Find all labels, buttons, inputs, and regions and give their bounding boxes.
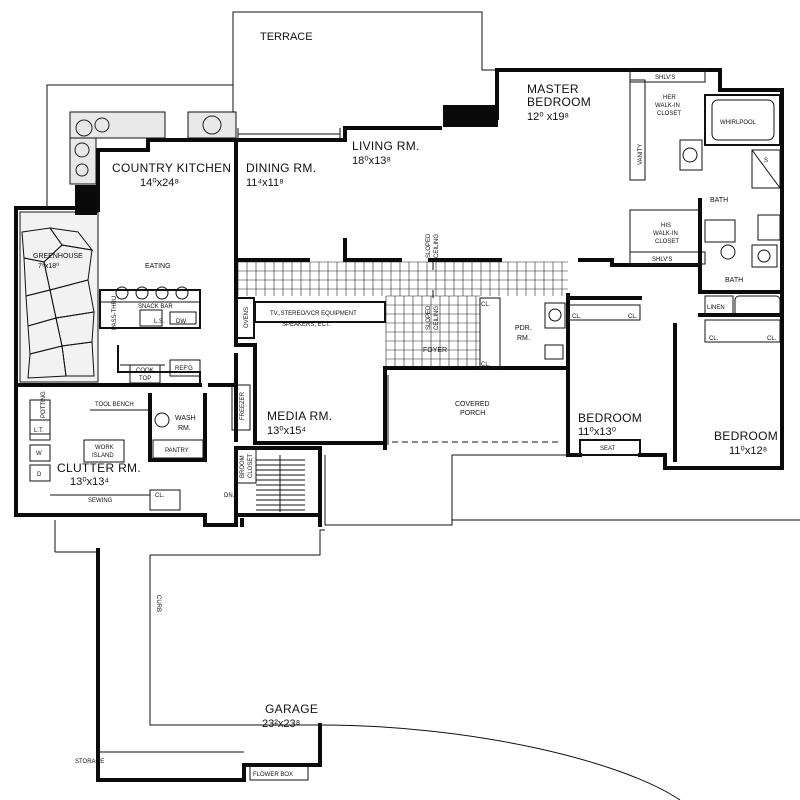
wash-room-label-2: RM.: [178, 425, 191, 432]
his-closet-label: HIS: [661, 223, 671, 229]
master-bedroom-dim: 12⁰ x19⁸: [527, 111, 569, 123]
shelves-label-bottom: SHLV'S: [652, 257, 672, 263]
broom-closet-label-2: CLOSET: [248, 454, 254, 478]
closet-label-bed1-a: CL.: [572, 314, 582, 320]
shelves-label-top: SHLV'S: [655, 75, 675, 81]
detail-lines: [29, 69, 800, 800]
clutter-room-label: CLUTTER RM.: [57, 461, 141, 475]
eating-label: EATING: [145, 263, 171, 270]
freezer-label: FREEZER: [240, 391, 246, 420]
covered-porch-label: COVERED: [455, 401, 490, 408]
tool-bench-label: TOOL BENCH: [95, 402, 134, 408]
seat-label: SEAT: [600, 446, 616, 452]
ovens-label: OVENS: [244, 307, 250, 328]
dining-room-label: DINING RM.: [246, 161, 316, 175]
greenhouse-label: GREENHOUSE: [33, 253, 83, 260]
bath-1-label: BATH: [710, 197, 728, 204]
vanity-label: VANITY: [638, 144, 644, 165]
lazy-susan-label: L.S.: [154, 319, 165, 325]
dryer-label: D: [37, 472, 42, 478]
garage-dim: 23²x23⁸: [262, 718, 300, 730]
curb-label: CURB: [155, 595, 161, 612]
washer-label: W: [36, 451, 42, 457]
speakers-label: SPEAKERS, ECT.: [282, 322, 331, 328]
shower-label: S: [764, 158, 768, 164]
fixture-labels: SHLV'S HER WALK-IN CLOSET WHIRLPOOL VANI…: [34, 75, 777, 778]
clutter-closet-label: CL.: [155, 493, 165, 499]
country-kitchen-dim: 14⁰x24⁸: [140, 177, 179, 189]
her-closet-label: HER: [663, 95, 676, 101]
dining-room-dim: 11⁴x11⁸: [246, 177, 284, 189]
storage-label: STORAGE: [75, 759, 104, 765]
master-bedroom-label-2: BEDROOM: [527, 95, 591, 109]
closet-label-bed2-b: CL.: [767, 336, 777, 342]
bedroom-2-label: BEDROOM: [714, 429, 778, 443]
garage-label: GARAGE: [265, 702, 318, 716]
walls: [14, 68, 784, 782]
sloped-ceiling-label-1b: CEILING: [434, 234, 440, 258]
living-room-label: LIVING RM.: [352, 139, 420, 153]
cook-top-label-2: TOP: [139, 376, 151, 382]
broom-closet-label: BROOM: [240, 455, 246, 478]
sloped-ceiling-label-2b: CEILING: [434, 306, 440, 330]
whirlpool-label: WHIRLPOOL: [720, 120, 757, 126]
terrace-label: TERRACE: [260, 31, 313, 43]
down-label: DN.: [224, 493, 235, 499]
pass-thru-label: PASS-THRU: [112, 296, 118, 330]
cook-top-label: COOK: [136, 368, 154, 374]
wash-room-label: WASH: [175, 415, 196, 422]
covered-porch-label-2: PORCH: [460, 410, 485, 417]
bedroom-1-dim: 11⁰x13⁰: [578, 426, 617, 438]
potting-label: POTTING: [41, 391, 47, 418]
foyer-label: FOYER: [423, 347, 447, 354]
linen-label: LINEN: [707, 305, 725, 311]
work-island-label: WORK: [95, 445, 114, 451]
country-kitchen-label: COUNTRY KITCHEN: [112, 161, 231, 175]
powder-room-label-2: RM.: [517, 335, 530, 342]
greenhouse-dim: 7⁸x18⁰: [38, 262, 59, 270]
closet-label-bed1-b: CL.: [628, 314, 638, 320]
bedroom-1-label: BEDROOM: [578, 411, 642, 425]
living-room-dim: 18⁰x13⁸: [352, 155, 391, 167]
her-closet-label-2: WALK-IN: [655, 103, 680, 109]
closet-label-foyer-2: CL.: [481, 362, 491, 368]
media-room-label: MEDIA RM.: [267, 409, 332, 423]
sloped-ceiling-label-2: SLOPED: [426, 305, 432, 330]
bedroom-2-dim: 11⁰x12⁸: [729, 445, 767, 457]
planter-box-left: [69, 111, 166, 185]
closet-label-bed2-a: CL.: [709, 336, 719, 342]
his-closet-label-2: WALK-IN: [653, 231, 678, 237]
dishwasher-label: DW: [176, 319, 186, 325]
clutter-room-dim: 13⁰x13⁴: [70, 476, 109, 488]
greenhouse-stone-floor: [19, 211, 99, 383]
master-bedroom-label: MASTER: [527, 82, 579, 96]
closet-label-foyer-1: CL.: [481, 302, 491, 308]
her-closet-label-3: CLOSET: [657, 111, 681, 117]
sloped-ceiling-label-1: SLOPED: [426, 233, 432, 258]
room-labels: TERRACE MASTER BEDROOM 12⁰ x19⁸ COUNTRY …: [33, 31, 778, 765]
powder-room-label: PDR.: [515, 325, 532, 332]
tile-floor: [237, 261, 568, 369]
work-island-label-2: ISLAND: [92, 453, 114, 459]
planter-box-right: [187, 111, 237, 139]
tv-equipment-label: TV.,STEREO/VCR EQUIPMENT: [270, 311, 357, 317]
snack-bar-label: SNACK BAR: [138, 304, 173, 310]
flower-box-label: FLOWER BOX: [253, 772, 293, 778]
media-room-dim: 13⁰x15⁴: [267, 425, 306, 437]
sewing-label: SEWING: [88, 498, 113, 504]
bath-2-label: BATH: [725, 277, 743, 284]
his-closet-label-3: CLOSET: [655, 239, 679, 245]
laundry-tub-label: L.T.: [34, 428, 44, 434]
refrigerator-label: REF'G: [175, 366, 193, 372]
pantry-label: PANTRY: [165, 448, 189, 454]
